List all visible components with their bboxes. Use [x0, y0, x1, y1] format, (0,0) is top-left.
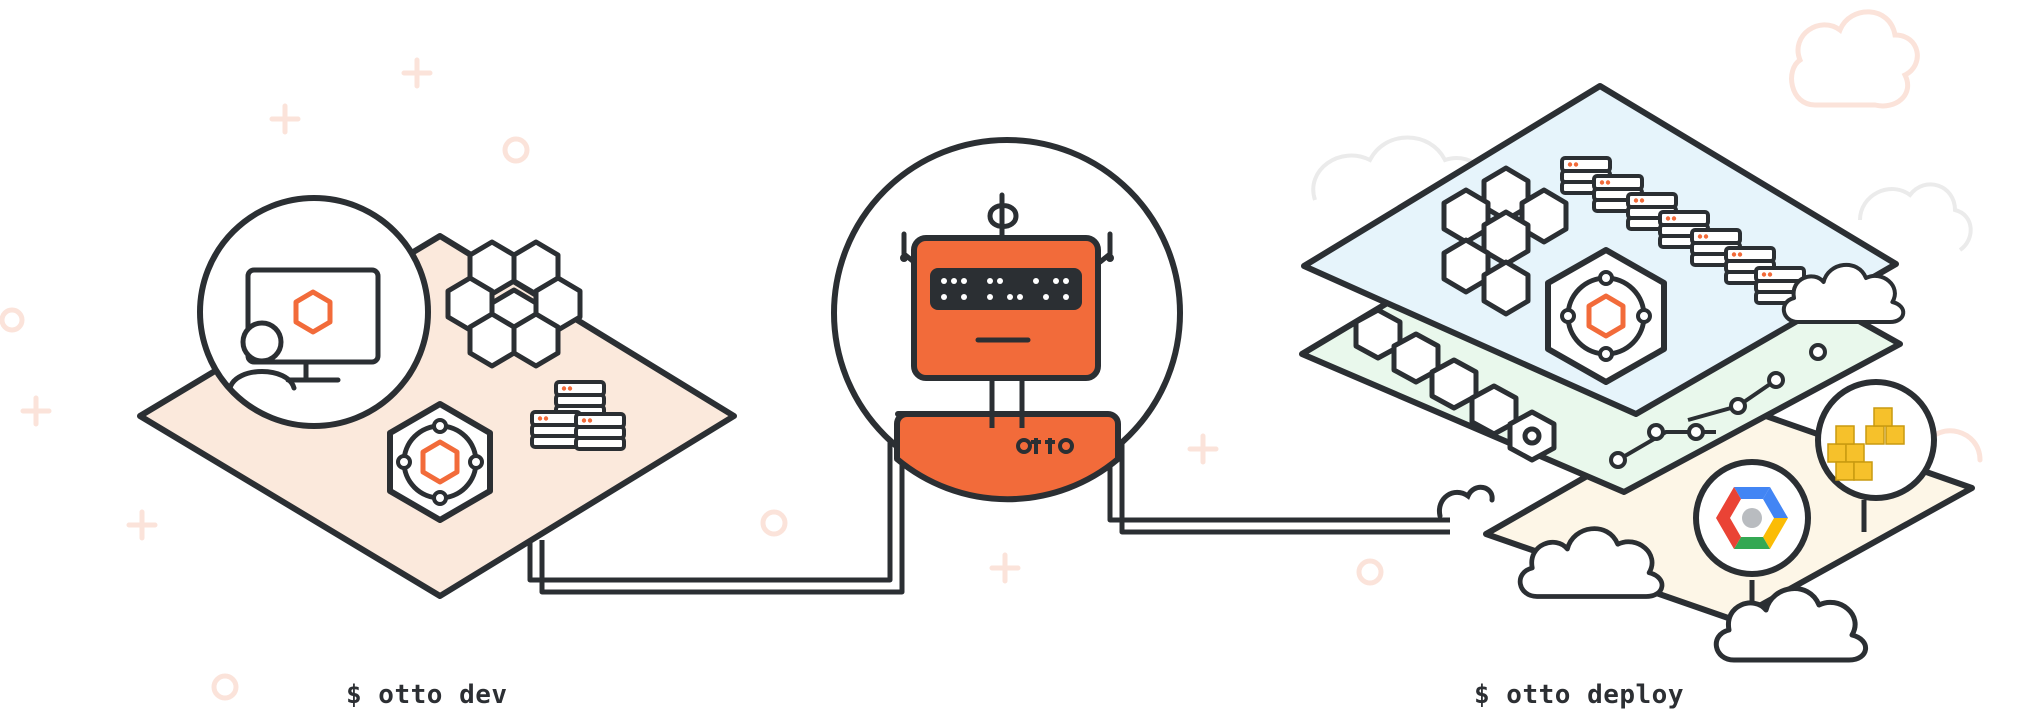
robot-visor [930, 268, 1082, 310]
aws-icon [1827, 407, 1905, 481]
robot-icon: otto [831, 137, 1183, 503]
network-hexagons [1353, 307, 1557, 463]
developer-workstation [197, 195, 431, 429]
app-hexagon-icon [1545, 247, 1667, 385]
local-dev-environment [137, 195, 737, 599]
robot-visor-dots [941, 278, 1069, 300]
otto-logo [1016, 438, 1074, 454]
developer-icon [227, 320, 297, 391]
dev-command-caption: $ otto dev [346, 680, 508, 710]
cloud-icon [1436, 265, 1903, 660]
hexagon-cluster-icon [448, 242, 580, 366]
deploy-command-caption: $ otto deploy [1474, 680, 1684, 710]
robot-body [894, 411, 1121, 503]
app-hexagon-icon [387, 401, 493, 523]
network-nodes [1609, 343, 1827, 469]
aws-provider [1815, 379, 1937, 532]
gcp-provider [1693, 459, 1811, 606]
gcp-icon [1716, 487, 1788, 549]
deploy-environment [1299, 83, 1975, 660]
